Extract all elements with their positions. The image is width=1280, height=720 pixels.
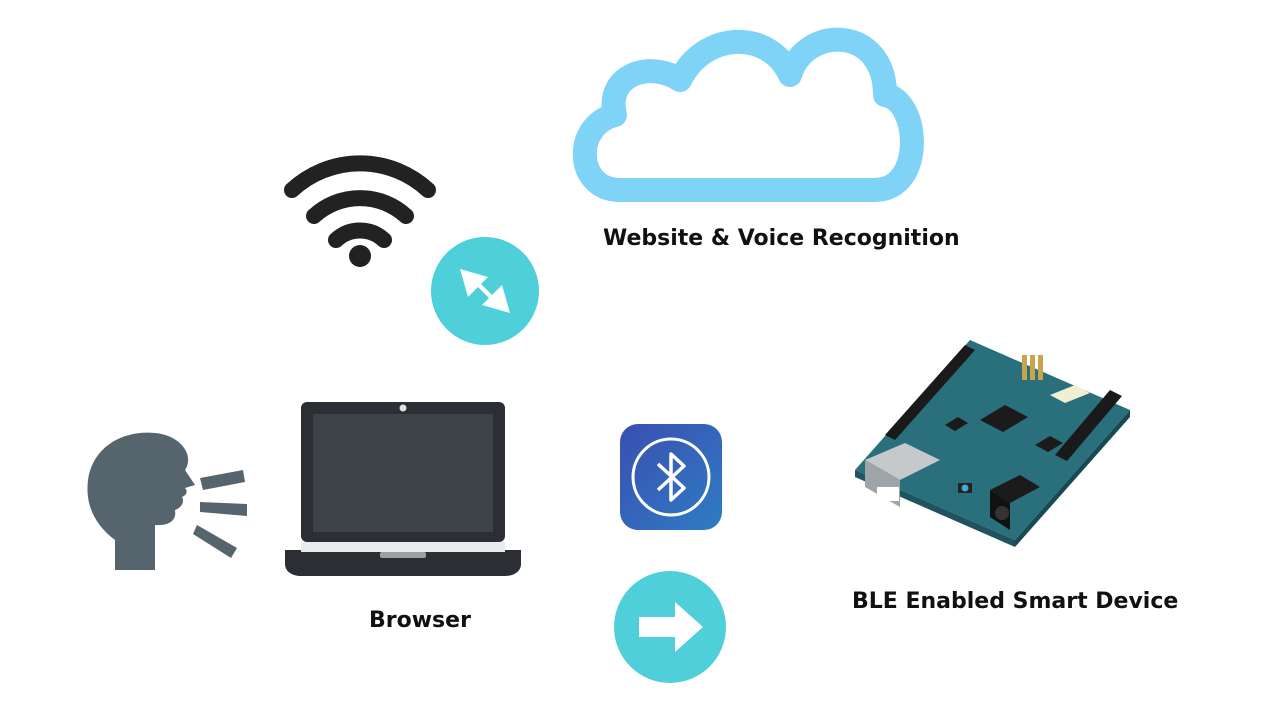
arduino-board-icon [850, 335, 1135, 550]
cloud-icon [565, 5, 935, 205]
device-label: BLE Enabled Smart Device [852, 589, 1179, 614]
bidirectional-arrow-icon [430, 236, 540, 346]
speaking-head-icon [85, 430, 250, 572]
laptop-icon [285, 400, 521, 578]
bluetooth-icon [620, 424, 722, 530]
laptop-label: Browser [369, 608, 471, 633]
right-arrow-icon [613, 570, 727, 684]
cloud-label: Website & Voice Recognition [603, 226, 960, 251]
wifi-icon [280, 148, 440, 273]
